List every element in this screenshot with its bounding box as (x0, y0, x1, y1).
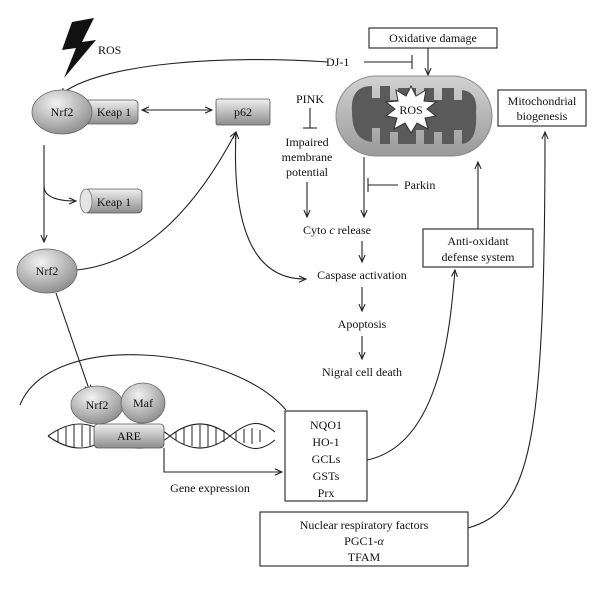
genes-to-antioxidant-arrow (366, 270, 455, 461)
pink-label: PINK (296, 92, 324, 106)
nrf2-mid-label: Nrf2 (36, 264, 59, 278)
keap1-free-label: Keap 1 (97, 195, 131, 209)
antioxidant-label-2: defense system (442, 250, 516, 264)
cytoc-text-b: c (329, 223, 335, 237)
nrf-to-biogenesis-arrow (467, 132, 545, 529)
antioxidant-label-1: Anti-oxidant (447, 234, 509, 248)
cytoc-label: Cyto c release (303, 223, 371, 237)
oxidative-damage-box (368, 27, 498, 49)
gene-expression-arrow (163, 448, 282, 472)
nrf-label-2: PGC1-α (344, 534, 384, 548)
nrf2-bound-label: Nrf2 (86, 398, 109, 412)
nuclear-respiratory-box (259, 511, 469, 567)
apoptosis-label: Apoptosis (338, 317, 387, 331)
nrf2-to-p62-arrow (76, 132, 236, 271)
gene-item: NQO1 (310, 418, 342, 432)
are-label: ARE (117, 429, 141, 443)
lightning-bolt-icon (62, 18, 96, 78)
mito-biogenesis-label-2: biogenesis (517, 109, 568, 123)
gene-item: GCLs (312, 452, 341, 466)
gene-expression-label: Gene expression (170, 481, 250, 495)
caspase-label: Caspase activation (317, 268, 407, 282)
mito-biogenesis-box (497, 89, 587, 127)
gene-item: HO-1 (312, 435, 339, 449)
parkin-label: Parkin (404, 178, 435, 192)
keap1-release-arrow (43, 185, 76, 201)
p62-box (215, 98, 271, 126)
nrf-label-1: Nuclear respiratory factors (300, 518, 429, 532)
dj1-label: DJ-1 (326, 55, 349, 69)
nigral-label: Nigral cell death (322, 365, 402, 379)
ros-stress-label: ROS (98, 43, 121, 57)
nrf2-top-node (31, 89, 93, 135)
cytoc-text-a: Cyto (303, 223, 329, 237)
p62-caspase-arrow (235, 132, 306, 279)
nrf2-top-label: Nrf2 (51, 105, 74, 119)
p62-label: p62 (234, 105, 252, 119)
gene-list-box (284, 410, 368, 502)
nucleus-envelope (19, 354, 287, 411)
oxidative-damage-label: Oxidative damage (389, 31, 477, 45)
keap1-free-cap (79, 188, 93, 214)
keap1-top-label: Keap 1 (97, 105, 131, 119)
dj1-to-nrf2-arrow (60, 58, 329, 95)
mito-biogenesis-label-1: Mitochondrial (508, 94, 577, 108)
maf-node (120, 382, 166, 424)
nrf-label-2a: PGC1- (344, 534, 377, 548)
starburst-icon (384, 84, 438, 134)
nrf-label-3: TFAM (348, 550, 381, 564)
ros-mito-label: ROS (399, 103, 422, 117)
gene-item: Prx (318, 486, 335, 500)
cytoc-text-c: release (335, 223, 371, 237)
are-bar (93, 423, 165, 449)
impaired-label-3: potential (286, 165, 329, 179)
nrf-label-2b: α (378, 534, 385, 548)
impaired-label-1: Impaired (285, 135, 328, 149)
nrf2-to-nucleus-arrow (55, 292, 90, 392)
maf-label: Maf (133, 396, 153, 410)
impaired-label-2: membrane (282, 150, 333, 164)
nrf2-mid-node (16, 248, 78, 294)
antioxidant-box (422, 228, 534, 268)
gene-item: GSTs (313, 469, 340, 483)
